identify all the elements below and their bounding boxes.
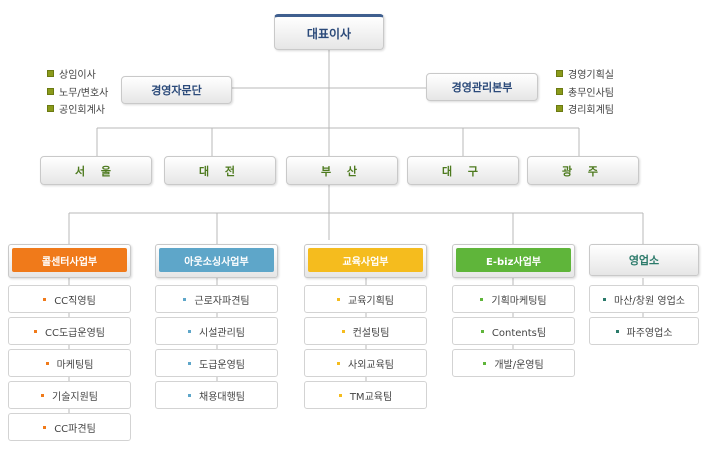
bullet-dot-icon: [188, 361, 191, 365]
region-gwangju: 광 주: [527, 156, 639, 185]
bullet-dot-icon: [43, 425, 47, 429]
bullet-dot-icon: [183, 297, 187, 301]
advisory-box: 경영자문단: [121, 76, 232, 104]
advisory-note: 공인회계사: [47, 101, 105, 116]
bullet-dot-icon: [34, 329, 38, 333]
team-box: TM교육팀: [304, 381, 427, 409]
management-note: 총무인사팀: [556, 84, 614, 99]
bullet-dot-icon: [337, 361, 340, 365]
bullet-dot-icon: [188, 329, 191, 333]
management-note: 경영기획실: [556, 66, 614, 81]
bullet-dot-icon: [41, 393, 44, 397]
team-box: 기술지원팀: [8, 381, 131, 409]
team-box: CC파견팀: [8, 413, 131, 441]
bullet-dot-icon: [188, 393, 191, 397]
bullet-square-icon: [556, 88, 563, 95]
team-box: 개발/운영팀: [452, 349, 575, 377]
division-label: 아웃소싱사업부: [159, 248, 274, 272]
advisory-note: 노무/변호사: [47, 84, 108, 99]
bullet-dot-icon: [603, 297, 607, 301]
management-note: 경리회계팀: [556, 101, 614, 116]
division-ebiz: E-biz사업부: [452, 244, 575, 278]
team-box: Contents팀: [452, 317, 575, 345]
team-box: 컨설팅팀: [304, 317, 427, 345]
advisory-label: 경영자문단: [151, 84, 202, 97]
team-box: 사외교육팀: [304, 349, 427, 377]
team-box: 파주영업소: [589, 317, 699, 345]
bullet-dot-icon: [615, 329, 619, 333]
team-box: 마케팅팀: [8, 349, 131, 377]
team-box: 채용대행팀: [155, 381, 278, 409]
bullet-dot-icon: [45, 361, 49, 365]
bullet-square-icon: [556, 70, 563, 77]
division-sales-office: 영업소: [589, 244, 699, 276]
bullet-square-icon: [47, 105, 54, 112]
team-box: 근로자파견팀: [155, 285, 278, 313]
region-seoul: 서 울: [40, 156, 152, 185]
division-label: E-biz사업부: [456, 248, 571, 272]
team-box: 교육기획팀: [304, 285, 427, 313]
team-box: 시설관리팀: [155, 317, 278, 345]
region-daegu: 대 구: [407, 156, 519, 185]
bullet-square-icon: [47, 88, 54, 95]
bullet-square-icon: [556, 105, 563, 112]
bullet-dot-icon: [480, 329, 484, 333]
ceo-box: 대표이사: [274, 14, 384, 50]
division-education: 교육사업부: [304, 244, 427, 278]
ceo-label: 대표이사: [306, 26, 352, 41]
bullet-dot-icon: [337, 297, 340, 301]
team-box: CC직영팀: [8, 285, 131, 313]
team-box: 마산/창원 영업소: [589, 285, 699, 313]
team-box: 기획마케팅팀: [452, 285, 575, 313]
division-label: 교육사업부: [308, 248, 423, 272]
team-box: 도급운영팀: [155, 349, 278, 377]
bullet-dot-icon: [480, 297, 484, 301]
region-busan: 부 산: [286, 156, 398, 185]
bullet-dot-icon: [43, 297, 47, 301]
division-callcenter: 콜센터사업부: [8, 244, 131, 278]
advisory-note: 상임이사: [47, 66, 96, 81]
division-outsourcing: 아웃소싱사업부: [155, 244, 278, 278]
team-box: CC도급운영팀: [8, 317, 131, 345]
management-box: 경영관리본부: [426, 73, 538, 101]
bullet-square-icon: [47, 70, 54, 77]
division-label: 콜센터사업부: [12, 248, 127, 272]
bullet-dot-icon: [341, 329, 345, 333]
region-daejeon: 대 전: [164, 156, 276, 185]
bullet-dot-icon: [483, 361, 487, 365]
management-label: 경영관리본부: [451, 81, 513, 94]
bullet-dot-icon: [338, 393, 342, 397]
division-label: 영업소: [628, 254, 660, 267]
